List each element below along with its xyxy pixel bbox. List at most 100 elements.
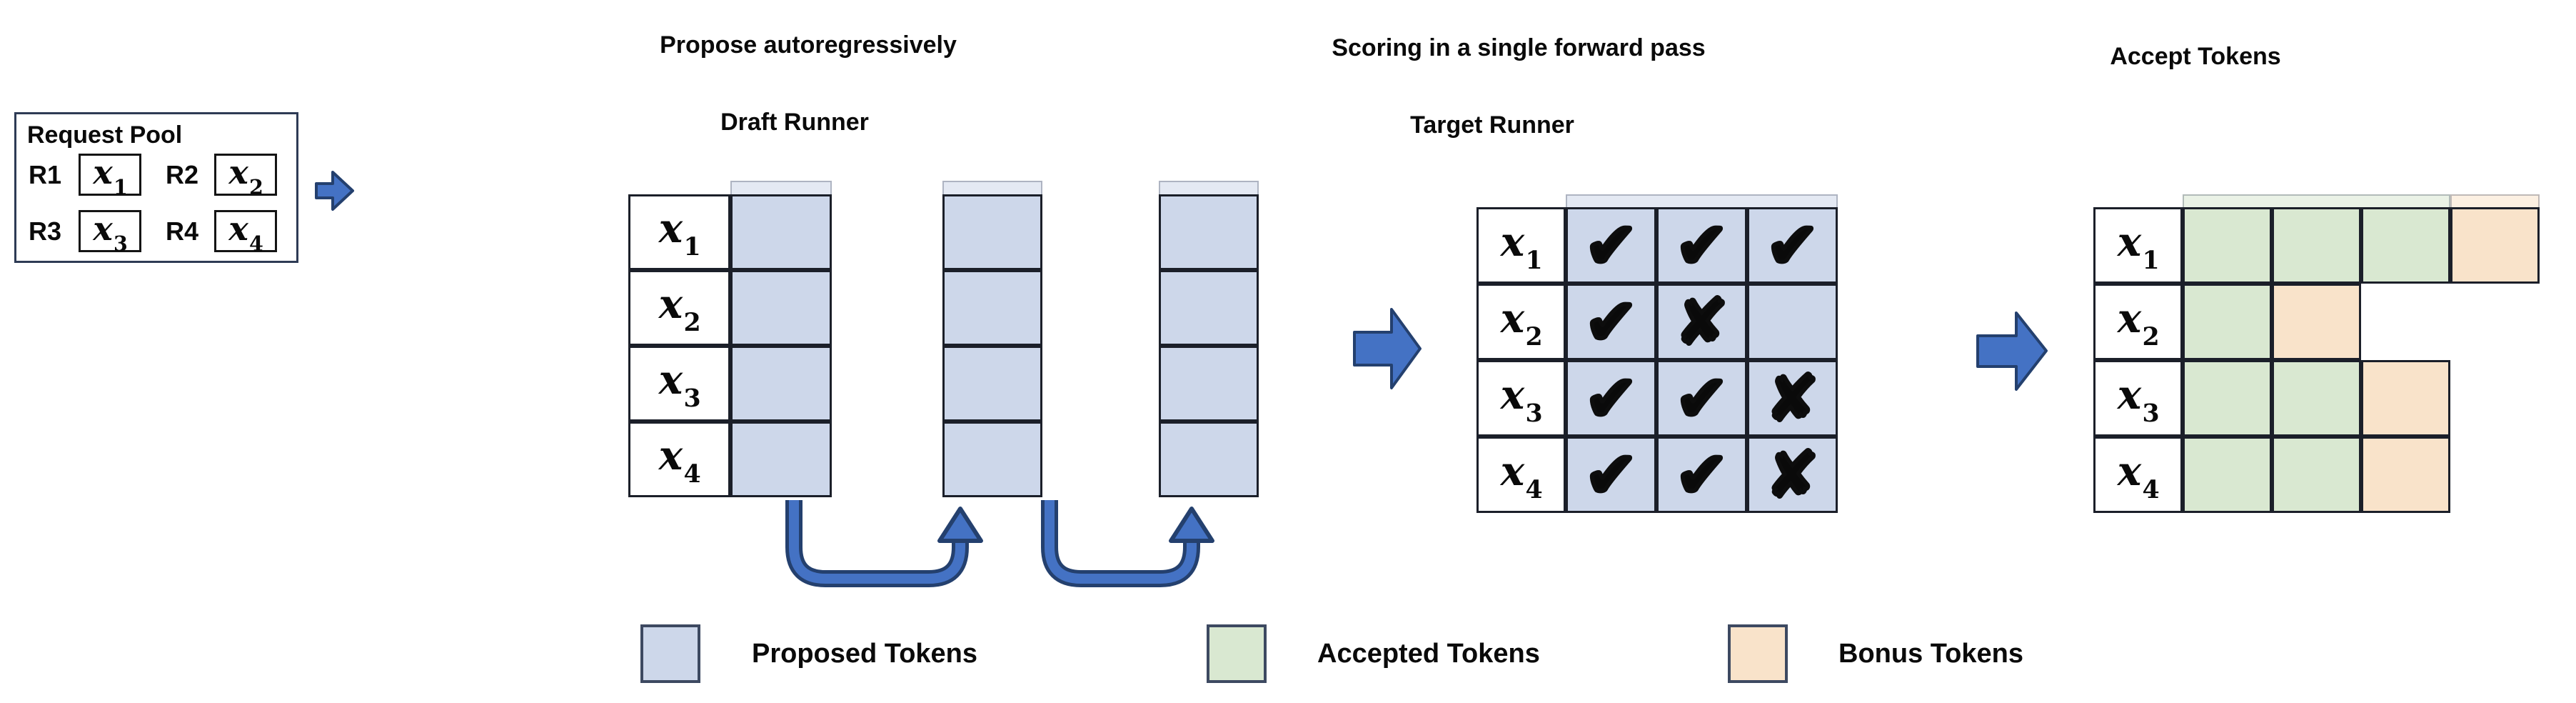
score-cell: ✘: [1747, 360, 1838, 437]
draft-row-label: x3: [628, 346, 730, 422]
token-label: x2: [658, 281, 701, 338]
accepted-cell: [2272, 360, 2361, 437]
loop-arrow-icon: [785, 500, 983, 587]
token-label: x4: [228, 209, 263, 256]
accepted-cell: [2183, 207, 2272, 284]
cross-mark-icon: ✘: [1764, 437, 1821, 512]
token-label: x3: [2117, 371, 2160, 428]
accept-row-label: x4: [2093, 437, 2183, 513]
accept-row-label: x1: [2093, 207, 2183, 284]
token-label: x1: [658, 205, 701, 262]
proposed-cell: [730, 346, 832, 422]
token-label: x2: [2117, 294, 2160, 352]
draft-title-line2: Draft Runner: [720, 109, 869, 136]
request-pool-title: Request Pool: [27, 121, 183, 149]
check-mark-icon: ✔: [1764, 208, 1821, 282]
accept-row-label: x3: [2093, 360, 2183, 437]
kv-cache-sliver: [1566, 194, 1838, 207]
token-box: x2: [214, 152, 277, 199]
check-mark-icon: ✔: [1583, 284, 1640, 359]
kv-cache-sliver: [730, 181, 832, 194]
proposed-cell: [1159, 346, 1259, 422]
score-cell: ✔: [1656, 360, 1747, 437]
bonus-cell: [2361, 437, 2450, 513]
kv-cache-sliver: [2183, 194, 2450, 207]
score-cell: ✔: [1747, 207, 1838, 284]
token-label: x2: [1500, 294, 1543, 352]
accepted-cell: [2272, 207, 2361, 284]
proposed-cell: [1159, 194, 1259, 270]
accepted-cell: [2183, 437, 2272, 513]
check-mark-icon: ✔: [1674, 208, 1731, 282]
target-title-line2: Target Runner: [1410, 111, 1574, 139]
token-label: x1: [2117, 218, 2160, 275]
target-row-label: x4: [1476, 437, 1566, 513]
token-label: x4: [1500, 447, 1543, 504]
proposed-cell: [1159, 270, 1259, 346]
token-label: x3: [93, 209, 128, 256]
score-cell: [1747, 284, 1838, 360]
kv-cache-sliver: [942, 181, 1042, 194]
target-row-label: x3: [1476, 360, 1566, 437]
request-item-label: R4: [166, 216, 199, 246]
request-item-label: R1: [29, 159, 62, 189]
proposed-cell: [1159, 422, 1259, 497]
accept-title: Accept Tokens: [2110, 43, 2281, 70]
score-cell: ✔: [1656, 437, 1747, 513]
token-label: x1: [1500, 218, 1543, 275]
accepted-cell: [2272, 437, 2361, 513]
draft-row-label: x4: [628, 422, 730, 497]
draft-title-line1: Propose autoregressively: [660, 31, 957, 59]
legend-swatch-proposed: [640, 624, 700, 683]
proposed-cell: [730, 194, 832, 270]
legend-label-proposed: Proposed Tokens: [752, 638, 978, 669]
token-label: x4: [2117, 447, 2160, 504]
legend-label-bonus: Bonus Tokens: [1838, 638, 2023, 669]
score-cell: ✔: [1566, 284, 1656, 360]
request-item-label: R3: [29, 216, 62, 246]
bonus-cell: [2272, 284, 2361, 360]
cross-mark-icon: ✘: [1674, 284, 1731, 359]
target-row-label: x1: [1476, 207, 1566, 284]
flow-arrow-icon: [1976, 311, 2048, 391]
flow-arrow-icon: [315, 171, 354, 211]
score-cell: ✘: [1747, 437, 1838, 513]
score-cell: ✔: [1566, 360, 1656, 437]
proposed-cell: [942, 270, 1042, 346]
proposed-cell: [942, 194, 1042, 270]
accepted-cell: [2183, 284, 2272, 360]
token-box: x3: [79, 209, 141, 256]
loop-arrow-icon: [1041, 500, 1214, 587]
cross-mark-icon: ✘: [1764, 361, 1821, 435]
proposed-cell: [730, 422, 832, 497]
score-cell: ✔: [1656, 207, 1747, 284]
token-label: x3: [658, 357, 701, 414]
token-label: x1: [93, 152, 128, 199]
accept-row-label: x2: [2093, 284, 2183, 360]
draft-row-label: x1: [628, 194, 730, 270]
legend-label-accepted: Accepted Tokens: [1317, 638, 1540, 669]
score-cell: ✔: [1566, 207, 1656, 284]
request-item-label: R2: [166, 159, 199, 189]
legend-swatch-accepted: [1207, 624, 1267, 683]
token-label: x4: [658, 432, 701, 489]
proposed-cell: [730, 270, 832, 346]
score-cell: ✘: [1656, 284, 1747, 360]
check-mark-icon: ✔: [1583, 208, 1640, 282]
kv-cache-sliver: [2450, 194, 2540, 207]
proposed-cell: [942, 422, 1042, 497]
accepted-cell: [2183, 360, 2272, 437]
check-mark-icon: ✔: [1674, 437, 1731, 512]
check-mark-icon: ✔: [1583, 437, 1640, 512]
token-label: x3: [1500, 371, 1543, 428]
score-cell: ✔: [1566, 437, 1656, 513]
token-label: x2: [228, 152, 263, 199]
flow-arrow-icon: [1353, 308, 1422, 389]
proposed-cell: [942, 346, 1042, 422]
bonus-cell: [2361, 360, 2450, 437]
token-box: x4: [214, 209, 277, 256]
legend-swatch-bonus: [1728, 624, 1788, 683]
draft-row-label: x2: [628, 270, 730, 346]
check-mark-icon: ✔: [1674, 361, 1731, 435]
accepted-cell: [2361, 207, 2450, 284]
